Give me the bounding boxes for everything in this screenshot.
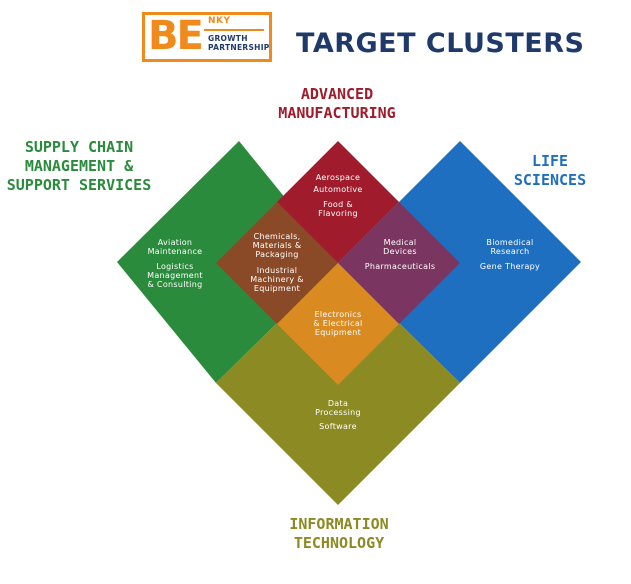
label-logistics: Logistics Management & Consulting: [147, 262, 203, 289]
label-medical-devices: Medical Devices: [383, 238, 417, 256]
logo-nky-text: NKY: [208, 16, 231, 26]
label-industrial-machinery: Industrial Machinery & Equipment: [250, 266, 304, 293]
label-biomedical-research: Biomedical Research: [486, 238, 534, 256]
label-aviation-maintenance: Aviation Maintenance: [147, 238, 203, 256]
cluster-title-supply-chain: SUPPLY CHAIN MANAGEMENT & SUPPORT SERVIC…: [6, 138, 152, 194]
label-gene-therapy: Gene Therapy: [479, 262, 541, 271]
cluster-title-life-sciences: LIFE SCIENCES: [513, 152, 587, 189]
label-food-flavoring: Food & Flavoring: [318, 200, 358, 218]
logo-be-letters: BE: [148, 13, 204, 59]
label-software: Software: [319, 422, 357, 431]
cluster-title-information-technology: INFORMATION TECHNOLOGY: [289, 515, 389, 552]
bnky-logo: BE NKY GROWTH PARTNERSHIP: [142, 12, 278, 66]
logo-frame: [142, 12, 272, 62]
page-title: TARGET CLUSTERS: [296, 28, 585, 59]
diamond-electronics: [277, 263, 399, 385]
label-chemicals: Chemicals, Materials & Packaging: [252, 232, 302, 259]
label-electronics: Electronics & Electrical Equipment: [313, 310, 363, 337]
label-automotive: Automotive: [313, 185, 363, 194]
label-aerospace: Aerospace: [315, 173, 361, 182]
label-pharmaceuticals: Pharmaceuticals: [364, 262, 436, 271]
logo-rule: [204, 29, 264, 31]
label-data-processing: Data Processing: [315, 399, 361, 417]
logo-subtitle: GROWTH PARTNERSHIP: [208, 34, 270, 52]
cluster-title-advanced-manufacturing: ADVANCED MANUFACTURING: [278, 85, 396, 122]
